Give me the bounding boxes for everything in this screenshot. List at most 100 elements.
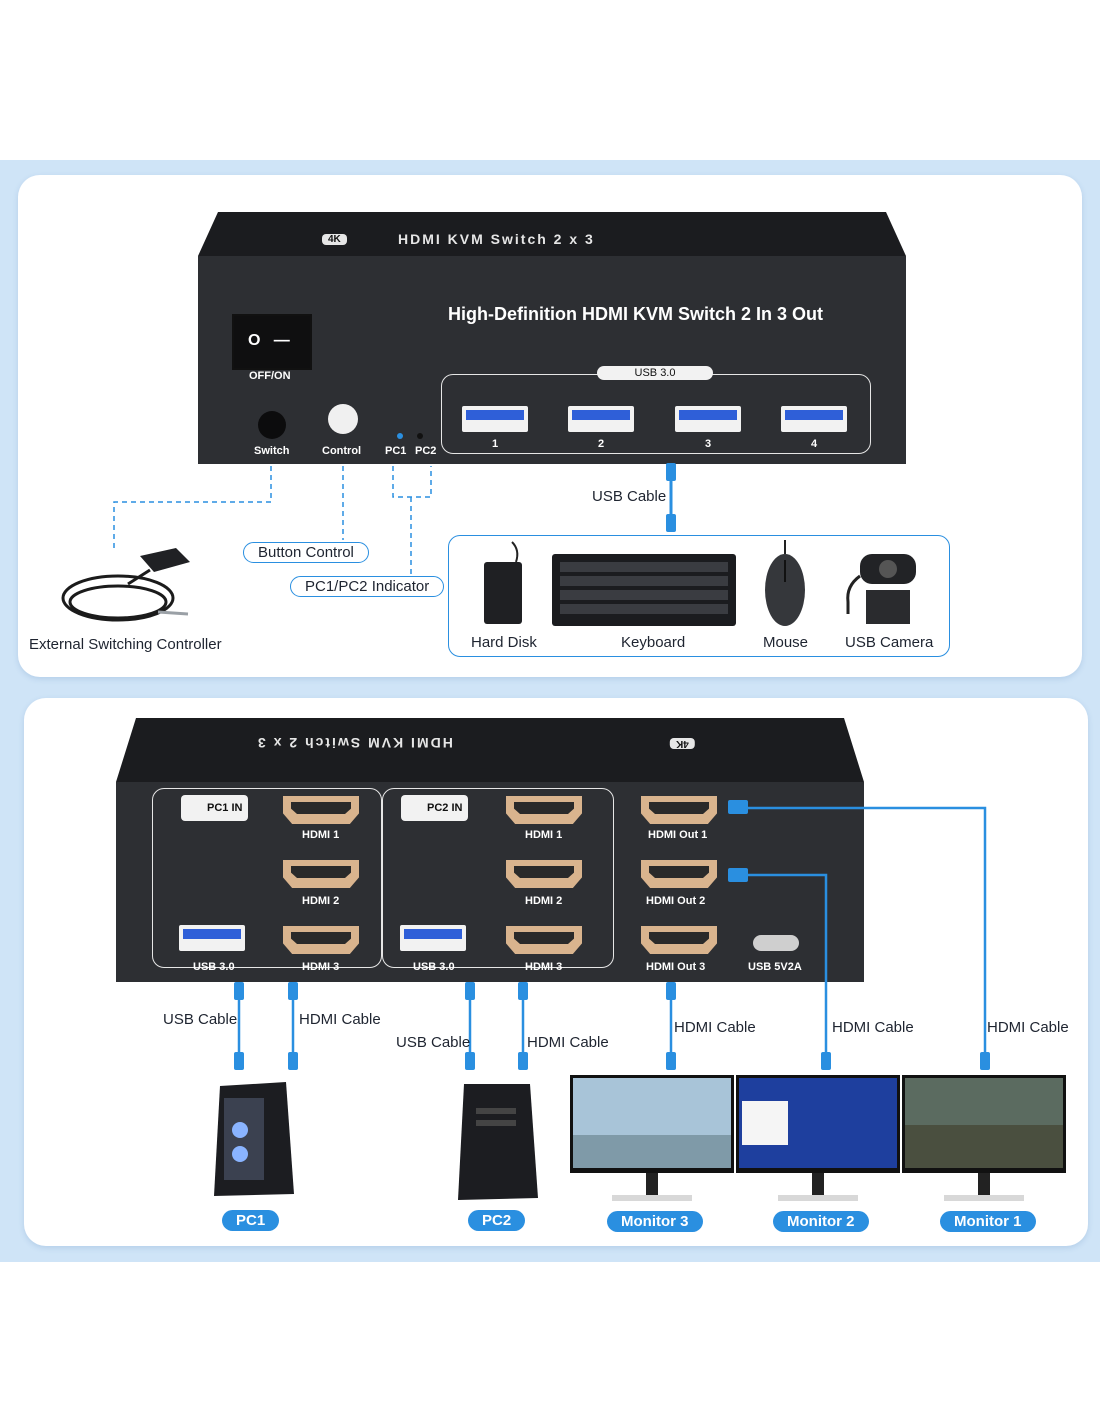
power-symbols: O — bbox=[248, 332, 290, 349]
usb-port-3-label: 3 bbox=[705, 438, 712, 450]
pc2-hdmi-connector-a bbox=[518, 982, 528, 1000]
usb-camera-image bbox=[846, 554, 916, 624]
pc2-label: PC2 bbox=[468, 1210, 526, 1231]
pc2-in-tag: PC2 IN bbox=[401, 795, 469, 821]
control-button[interactable] bbox=[328, 404, 358, 434]
power-switch[interactable] bbox=[232, 314, 312, 370]
out1-plug bbox=[728, 800, 748, 814]
usb-port-1-label: 1 bbox=[492, 438, 499, 450]
monitor1-cable-label: HDMI Cable bbox=[987, 1019, 1069, 1036]
pc1-hdmi3-label: HDMI 3 bbox=[302, 961, 340, 973]
pc1-led-label: PC1 bbox=[385, 445, 407, 457]
pc1-hdmi-connector-b bbox=[288, 1052, 298, 1070]
pc1-hdmi-cable-label: HDMI Cable bbox=[299, 1011, 381, 1028]
hdmi-out1-port[interactable] bbox=[641, 796, 717, 824]
pc2-usb-port[interactable] bbox=[400, 925, 466, 951]
usb-header: USB 3.0 bbox=[597, 366, 713, 380]
usb-port-2[interactable] bbox=[568, 406, 634, 432]
top-device-label: HDMI KVM Switch 2 x 3 bbox=[398, 231, 595, 247]
pc1-usb-label: USB 3.0 bbox=[193, 961, 235, 973]
bottom-cable-lines bbox=[237, 806, 987, 1070]
out3-connector-b bbox=[666, 1052, 676, 1070]
peripheral-usb-camera: USB Camera bbox=[845, 634, 934, 651]
monitor1-image bbox=[902, 1075, 1066, 1201]
pc1-usb-connector-b bbox=[234, 1052, 244, 1070]
front-title: High-Definition HDMI KVM Switch 2 In 3 O… bbox=[448, 304, 823, 324]
top-badge: 4K bbox=[322, 234, 347, 245]
usb-power-label: USB 5V2A bbox=[748, 961, 802, 973]
peripheral-keyboard: Keyboard bbox=[621, 634, 686, 651]
pc2-hdmi1-label: HDMI 1 bbox=[525, 829, 563, 841]
usb-cable-connector-top bbox=[666, 463, 676, 481]
pc1-hdmi3-port[interactable] bbox=[283, 926, 359, 954]
pc1-led bbox=[397, 433, 403, 439]
out2-connector bbox=[821, 1052, 831, 1070]
pc2-hdmi3-label: HDMI 3 bbox=[525, 961, 563, 973]
pc2-hdmi1-port[interactable] bbox=[506, 796, 582, 824]
pc2-led-label: PC2 bbox=[415, 445, 437, 457]
pc1-hdmi2-port[interactable] bbox=[283, 860, 359, 888]
usb-port-4[interactable] bbox=[781, 406, 847, 432]
pc1-usb-port[interactable] bbox=[179, 925, 245, 951]
pc1-hdmi1-label: HDMI 1 bbox=[302, 829, 340, 841]
monitor2-label: Monitor 2 bbox=[773, 1211, 869, 1232]
pc2-usb-connector-b bbox=[465, 1052, 475, 1070]
external-controller-label: External Switching Controller bbox=[29, 636, 222, 653]
hdmi-out3-label: HDMI Out 3 bbox=[646, 961, 706, 973]
usb-port-4-label: 4 bbox=[811, 438, 818, 450]
hdmi-out1-label: HDMI Out 1 bbox=[648, 829, 708, 841]
pc1-hdmi1-port[interactable] bbox=[283, 796, 359, 824]
usb-port-3[interactable] bbox=[675, 406, 741, 432]
indicator-pill: PC1/PC2 Indicator bbox=[290, 576, 445, 597]
usb-power-port[interactable] bbox=[753, 935, 799, 951]
switch-label: Switch bbox=[254, 445, 290, 457]
keyboard-image bbox=[552, 554, 736, 626]
pc1-usb-cable-label: USB Cable bbox=[163, 1011, 238, 1028]
pc2-tower-image bbox=[458, 1084, 538, 1200]
pc2-hdmi-connector-b bbox=[518, 1052, 528, 1070]
monitor3-cable-label: HDMI Cable bbox=[674, 1019, 756, 1036]
peripheral-mouse: Mouse bbox=[763, 634, 809, 651]
button-control-pill: Button Control bbox=[243, 542, 369, 563]
pc1-usb-connector-a bbox=[234, 982, 244, 1000]
hdmi-out3-port[interactable] bbox=[641, 926, 717, 954]
front-device-body bbox=[198, 212, 906, 464]
pc1-label: PC1 bbox=[222, 1210, 280, 1231]
pc1-hdmi-connector-a bbox=[288, 982, 298, 1000]
hdmi-out2-port[interactable] bbox=[641, 860, 717, 888]
monitor2-image bbox=[736, 1075, 900, 1201]
peripherals-box bbox=[448, 535, 950, 657]
usb-cable-connector-bottom bbox=[666, 514, 676, 532]
usb-port-2-label: 2 bbox=[598, 438, 605, 450]
pc2-led bbox=[417, 433, 423, 439]
pc1-hdmi2-label: HDMI 2 bbox=[302, 895, 340, 907]
out2-plug bbox=[728, 868, 748, 882]
usb-cable-label-top: USB Cable bbox=[592, 488, 667, 505]
hdmi-out2-label: HDMI Out 2 bbox=[646, 895, 706, 907]
pc2-hdmi2-port[interactable] bbox=[506, 860, 582, 888]
pc1-input-group bbox=[152, 788, 382, 968]
pc1-in-tag: PC1 IN bbox=[181, 795, 249, 821]
power-label: OFF/ON bbox=[249, 370, 291, 382]
pc2-input-group bbox=[382, 788, 614, 968]
mouse-image bbox=[765, 540, 805, 626]
pc2-hdmi2-label: HDMI 2 bbox=[525, 895, 563, 907]
pc2-hdmi3-port[interactable] bbox=[506, 926, 582, 954]
pc1-tower-image bbox=[214, 1082, 294, 1196]
switch-jack[interactable] bbox=[258, 411, 286, 439]
out1-connector bbox=[980, 1052, 990, 1070]
monitor3-image bbox=[570, 1075, 734, 1201]
external-controller-image bbox=[61, 548, 190, 622]
usb-port-1[interactable] bbox=[462, 406, 528, 432]
hard-disk-image bbox=[484, 541, 522, 624]
monitor2-cable-label: HDMI Cable bbox=[832, 1019, 914, 1036]
pc2-usb-label: USB 3.0 bbox=[413, 961, 455, 973]
pc2-usb-connector-a bbox=[465, 982, 475, 1000]
monitor3-label: Monitor 3 bbox=[607, 1211, 703, 1232]
peripheral-hard-disk: Hard Disk bbox=[471, 634, 537, 651]
control-label: Control bbox=[322, 445, 362, 457]
pc2-usb-cable-label: USB Cable bbox=[396, 1034, 471, 1051]
monitor1-label: Monitor 1 bbox=[940, 1211, 1036, 1232]
out3-connector-a bbox=[666, 982, 676, 1000]
pc2-hdmi-cable-label: HDMI Cable bbox=[527, 1034, 609, 1051]
